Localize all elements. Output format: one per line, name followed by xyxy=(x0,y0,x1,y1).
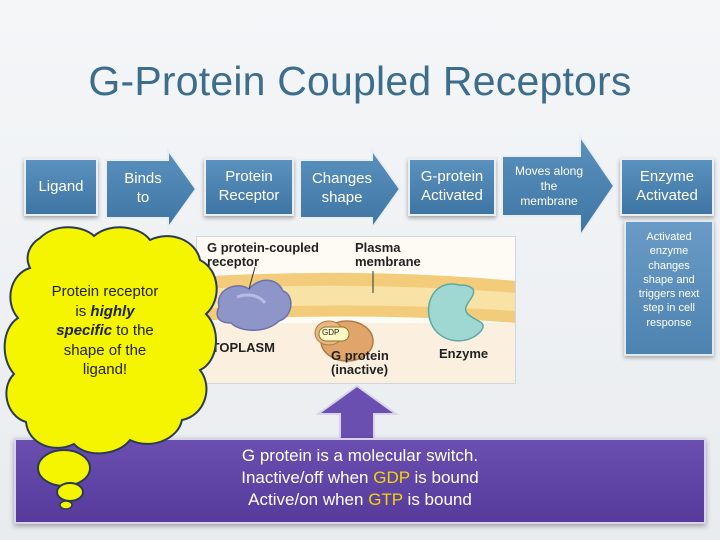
arrow-shape xyxy=(501,132,616,240)
fig-label-enzyme: Enzyme xyxy=(439,346,489,361)
enzyme-detail-box: Activated enzyme changes shape and trigg… xyxy=(624,220,714,356)
detail-line2: enzyme xyxy=(649,245,689,258)
fig-label-gprotein-2: (inactive) xyxy=(331,362,389,377)
callout-line3: specific to the xyxy=(30,321,180,341)
thought-cloud xyxy=(3,226,218,510)
moves-line3: membrane xyxy=(520,193,578,208)
callout-line2: is highly xyxy=(30,302,180,322)
changes-line1: Changes xyxy=(311,170,373,188)
step-protein-receptor: Protein Receptor xyxy=(204,158,294,216)
detail-line7: response xyxy=(646,316,692,329)
fig-label-membrane-1: Plasma xyxy=(355,240,401,255)
callout-line5: ligand! xyxy=(82,361,128,378)
step-binds-to-arrow: Binds to xyxy=(104,146,198,232)
gprotein-line2: Activated xyxy=(421,187,483,204)
callout-highly: highly xyxy=(90,302,135,320)
detail-line3: changes xyxy=(648,259,690,272)
panel-gdp-highlight: GDP xyxy=(373,468,410,488)
protein-receptor-line1: Protein xyxy=(225,168,273,186)
fig-label-gdp: GDP xyxy=(322,328,340,337)
callout-line2-plain: is xyxy=(75,302,91,320)
enzyme-line2: Activated xyxy=(636,187,698,204)
fig-label-cytoplasm: YTOPLASM xyxy=(203,340,275,355)
panel-line3: Active/on when GTP is bound xyxy=(16,489,704,511)
step-changes-shape-arrow: Changes shape xyxy=(298,146,402,232)
step-enzyme-activated: Enzyme Activated xyxy=(620,158,714,216)
detail-line1: Activated xyxy=(646,231,692,243)
panel-line3-a: Active/on when xyxy=(248,490,369,510)
panel-line2: Inactive/off when GDP is bound xyxy=(16,467,704,489)
step-ligand: Ligand xyxy=(24,158,98,216)
callout-line3-plain: to the xyxy=(112,322,154,339)
callout-specific: specific xyxy=(56,322,113,339)
arrow-shape xyxy=(299,146,402,232)
binds-line2: to xyxy=(136,189,150,206)
gpcr-figure: G protein-coupled receptor Plasma membra… xyxy=(196,236,516,384)
panel-line1: G protein is a molecular switch. xyxy=(241,446,479,465)
enzyme-line1: Enzyme xyxy=(639,168,695,186)
panel-line3-b: is bound xyxy=(402,490,472,510)
panel-gtp-highlight: GTP xyxy=(368,490,403,510)
detail-line4: shape and xyxy=(643,273,695,286)
membrane-illustration xyxy=(197,237,515,383)
molecular-switch-panel: G protein is a molecular switch. Inactiv… xyxy=(14,438,706,524)
protein-receptor-line2: Receptor xyxy=(218,187,280,204)
step-g-protein-activated: G-protein Activated xyxy=(408,158,496,216)
detail-line5: triggers next xyxy=(638,288,700,301)
callout-line4: shape of the xyxy=(63,341,147,359)
panel-line2-a: Inactive/off when xyxy=(241,468,374,488)
step-moves-along-arrow: Moves along the membrane xyxy=(500,132,616,240)
fig-label-membrane-2: membrane xyxy=(355,254,421,269)
binds-line1: Binds xyxy=(124,170,162,188)
slide-title: G-Protein Coupled Receptors xyxy=(88,58,632,104)
changes-line2: shape xyxy=(321,189,363,206)
up-arrow-shape xyxy=(316,384,398,443)
moves-line1: Moves along xyxy=(514,163,584,178)
arrow-shape xyxy=(105,146,198,232)
callout-line1: Protein receptor xyxy=(51,283,159,300)
fig-label-gprotein-1: G protein xyxy=(331,348,389,363)
step-ligand-label: Ligand xyxy=(38,177,84,195)
gprotein-line1: G-protein xyxy=(420,168,484,186)
callout-text: Protein receptor is highly specific to t… xyxy=(30,282,180,380)
panel-line2-b: is bound xyxy=(409,468,479,488)
fig-label-receptor-1: G protein-coupled xyxy=(207,240,319,255)
detail-line6: step in cell xyxy=(643,302,695,315)
moves-line2: the xyxy=(540,178,558,193)
fig-label-receptor-2: receptor xyxy=(207,254,260,269)
